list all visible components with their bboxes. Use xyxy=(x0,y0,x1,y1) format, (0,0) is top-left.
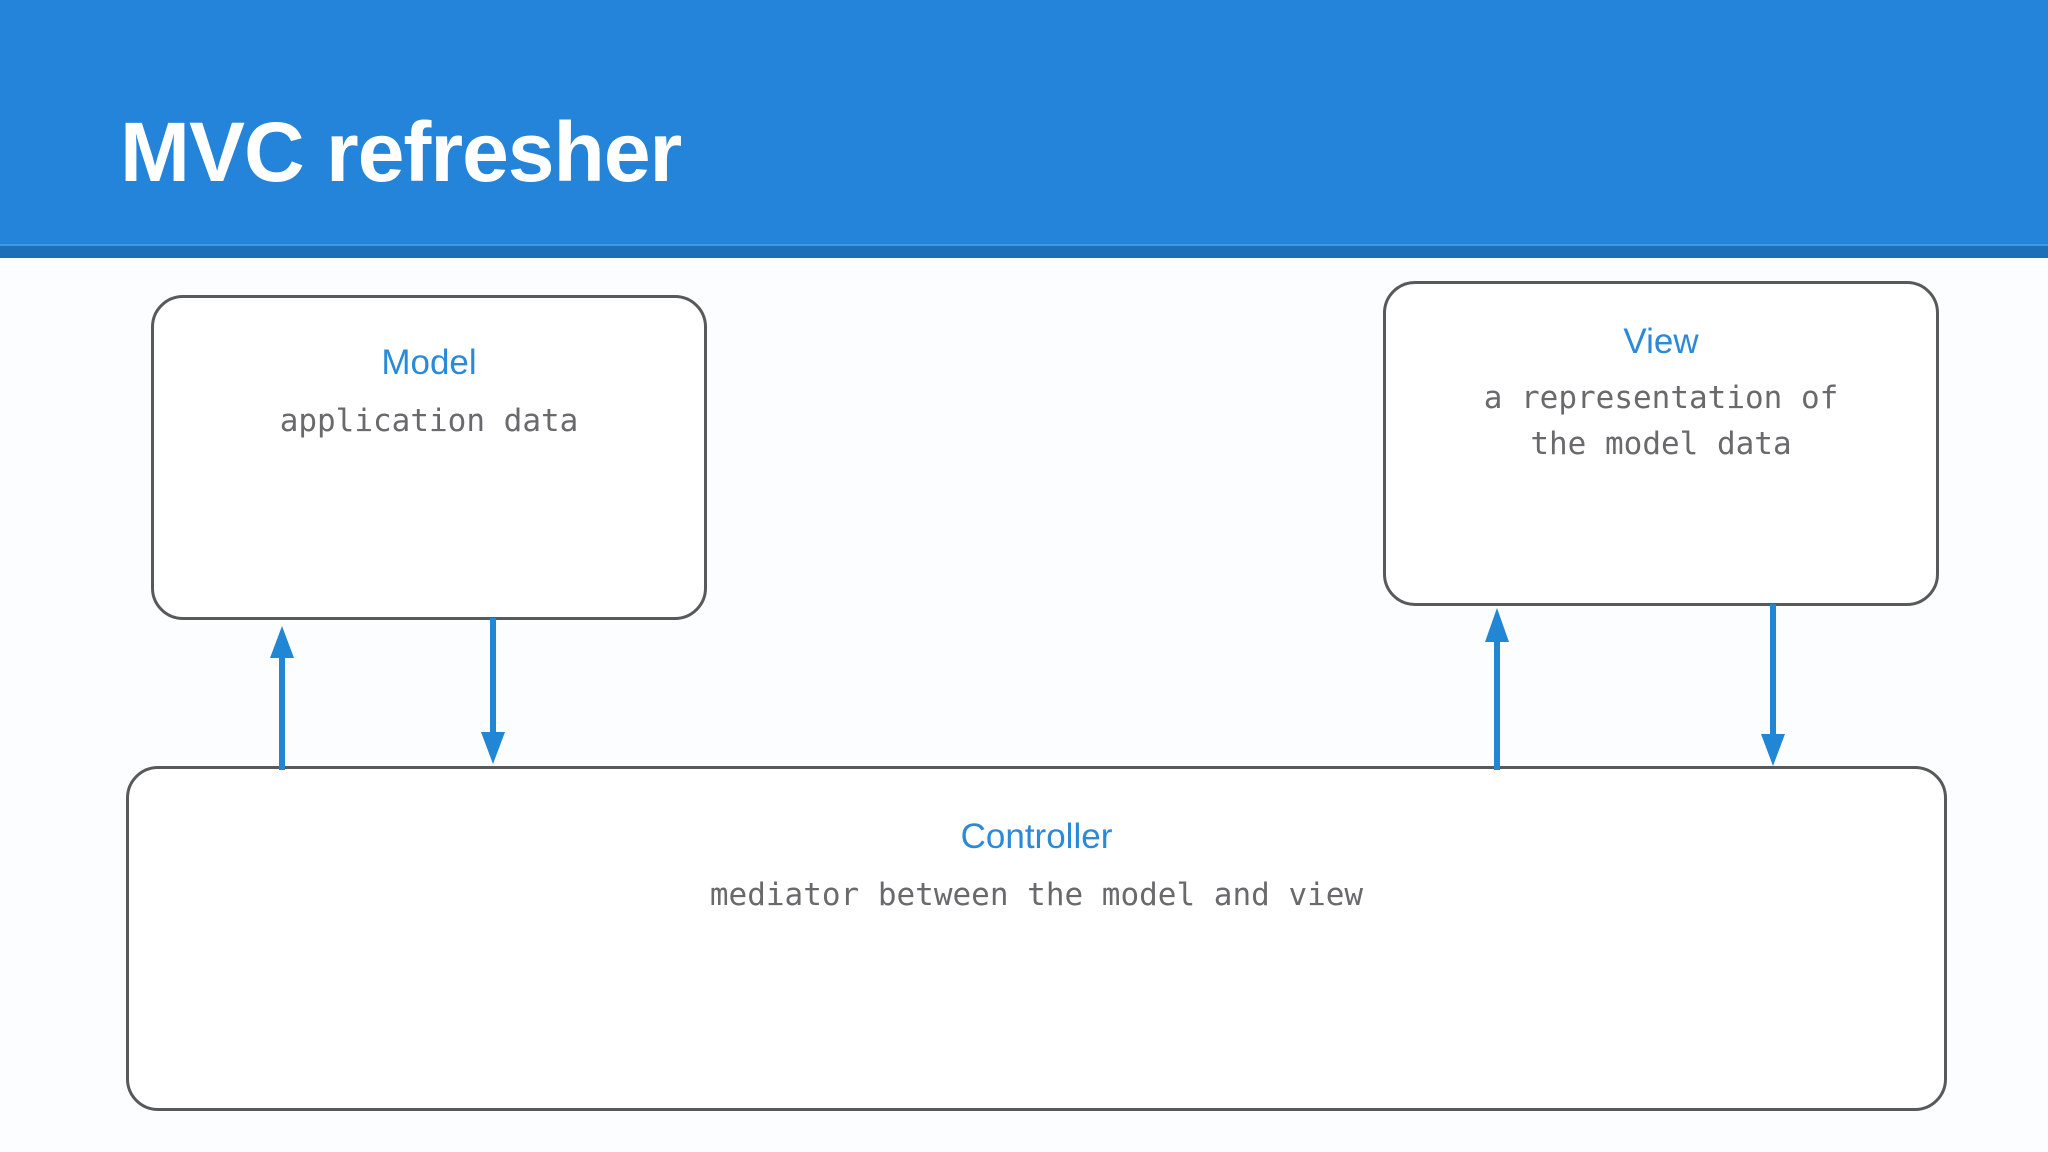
node-title-model: Model xyxy=(381,343,477,382)
node-box-view: View a representation of the model data xyxy=(1383,281,1939,606)
node-box-model: Model application data xyxy=(151,295,707,620)
node-description-view-line-2: the model data xyxy=(1530,426,1792,462)
node-box-controller: Controller mediator between the model an… xyxy=(126,766,1947,1111)
slide-header-bar xyxy=(0,0,2048,246)
node-title-view: View xyxy=(1623,322,1699,361)
node-description-controller: mediator between the model and view xyxy=(709,877,1364,913)
arrow-controller-to-model-icon xyxy=(270,626,294,770)
arrow-model-to-controller-icon xyxy=(481,618,505,764)
header-underline xyxy=(0,246,2048,258)
node-description-view-line-1: a representation of xyxy=(1483,380,1839,416)
arrow-view-to-controller-icon xyxy=(1761,604,1785,766)
arrow-controller-to-view-icon xyxy=(1485,608,1509,770)
node-title-controller: Controller xyxy=(960,817,1113,856)
page-title: MVC refresher xyxy=(120,105,682,199)
node-description-model: application data xyxy=(279,403,579,439)
header-underline-highlight xyxy=(0,244,2048,246)
